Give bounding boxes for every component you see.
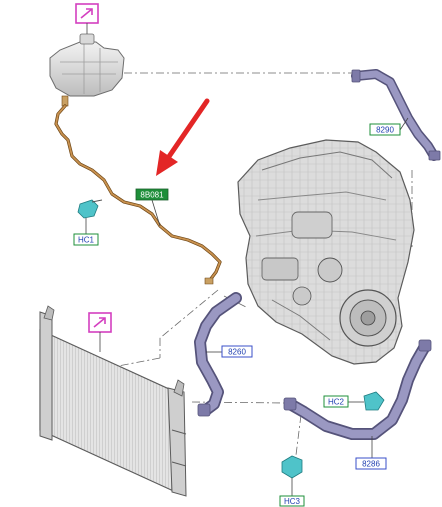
red-pointer-arrow (156, 98, 210, 176)
callout-hc1-text: HC1 (78, 236, 95, 245)
lower-hose-8286 (283, 339, 432, 440)
engine-assembly (237, 139, 415, 365)
callout-hc3[interactable]: HC3 (279, 495, 305, 507)
upper-hose-8290 (351, 69, 441, 161)
link-box-tank[interactable] (75, 3, 99, 34)
callout-8286-text: 8286 (362, 460, 380, 469)
hose-clip-hc2 (363, 391, 385, 411)
callout-8290[interactable]: 8290 (369, 117, 409, 136)
callout-8286[interactable]: 8286 (355, 436, 387, 470)
radiator-hose-8260 (194, 292, 242, 417)
callout-8260-text: 8260 (228, 348, 246, 357)
radiator (39, 305, 187, 497)
coolant-expansion-tank (49, 33, 125, 107)
callout-8260[interactable]: 8260 (206, 345, 253, 358)
hose-clip-hc3 (281, 455, 303, 496)
callout-hc2-text: HC2 (328, 398, 345, 407)
degas-pipe-8b081 (54, 104, 222, 285)
callout-8b081-text: 8B081 (140, 191, 164, 200)
link-box-radiator[interactable] (88, 312, 112, 352)
link-icon (80, 8, 93, 19)
hose-clip-hc1 (77, 199, 103, 234)
callout-8b081[interactable]: 8B081 (135, 188, 169, 227)
callout-hc2[interactable]: HC2 (323, 395, 364, 408)
callout-hc1[interactable]: HC1 (73, 233, 99, 246)
callout-hc3-text: HC3 (284, 497, 301, 506)
link-icon (93, 317, 106, 328)
callout-8290-text: 8290 (376, 126, 394, 135)
